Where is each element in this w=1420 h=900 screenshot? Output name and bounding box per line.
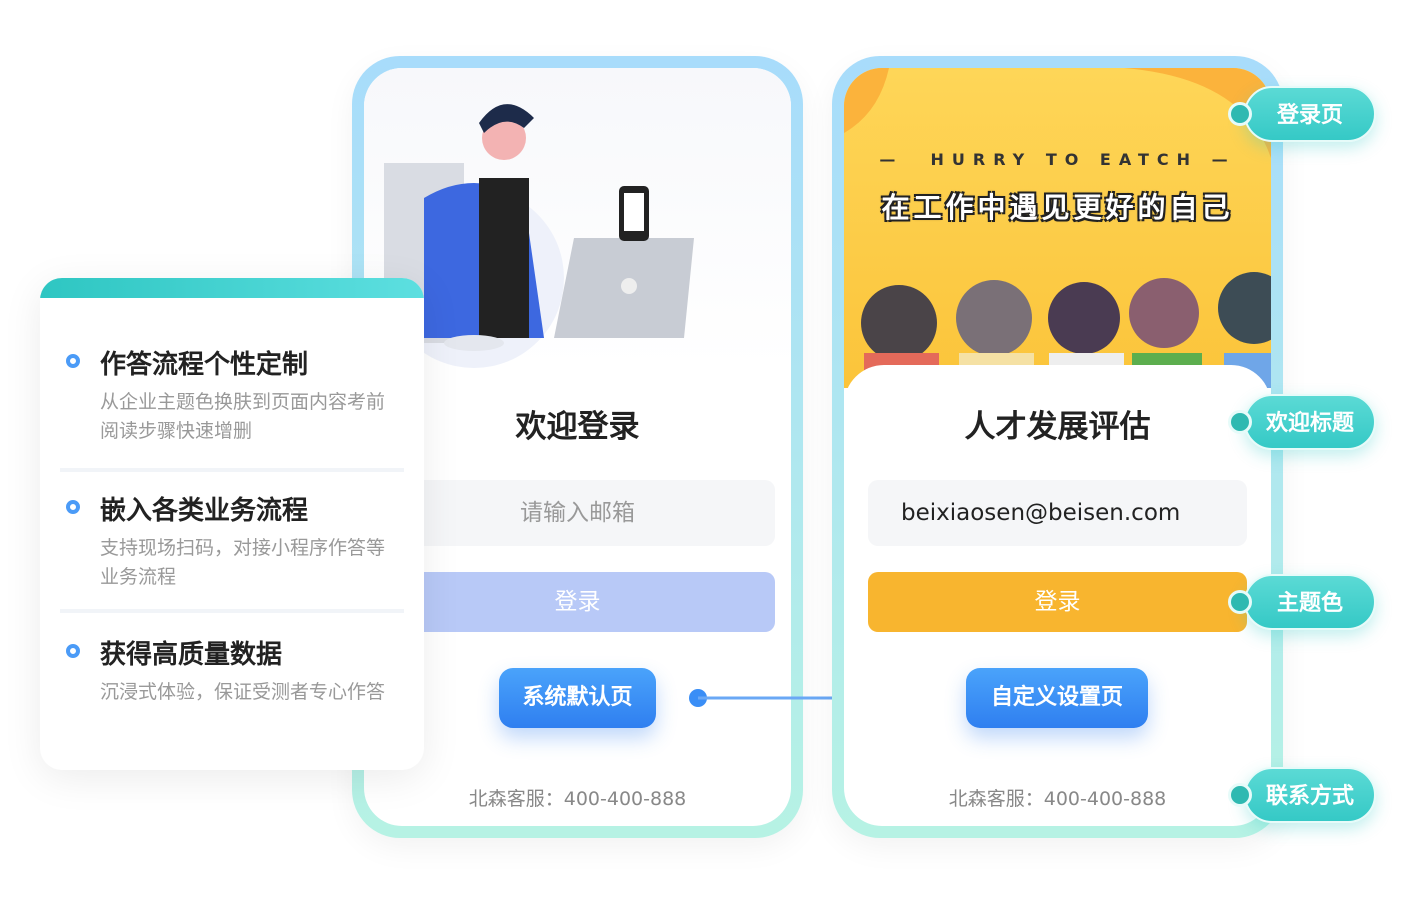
banner-subtitle: — HURRY TO EATCH — bbox=[879, 150, 1236, 169]
banner: — HURRY TO EATCH — 在工作中遇见更好的自己 bbox=[844, 68, 1271, 388]
feature-desc: 支持现场扫码，对接小程序作答等业务流程 bbox=[100, 537, 386, 588]
label-contact: 联系方式 bbox=[1244, 767, 1376, 823]
login-button[interactable]: 登录 bbox=[868, 572, 1247, 632]
login-button[interactable]: 登录 bbox=[380, 572, 775, 632]
label-dot-icon bbox=[1228, 783, 1252, 807]
email-input[interactable]: 请输入邮箱 bbox=[380, 480, 775, 546]
bullet-icon bbox=[66, 644, 80, 658]
kids-illustration bbox=[844, 68, 1271, 388]
feature-title: 作答流程个性定制 bbox=[100, 350, 309, 380]
feature-desc: 从企业主题色换肤到页面内容考前阅读步骤快速增删 bbox=[100, 391, 386, 442]
label-dot-icon bbox=[1228, 590, 1252, 614]
label-welcome-title: 欢迎标题 bbox=[1244, 394, 1376, 450]
welcome-title: 欢迎登录 bbox=[515, 409, 640, 445]
feature-card: 作答流程个性定制 从企业主题色换肤到页面内容考前阅读步骤快速增删 嵌入各类业务流… bbox=[40, 278, 424, 770]
label-theme-color: 主题色 bbox=[1244, 574, 1376, 630]
label-login-page: 登录页 bbox=[1244, 86, 1376, 142]
default-page-tag[interactable]: 系统默认页 bbox=[499, 668, 656, 728]
assessment-title: 人才发展评估 bbox=[964, 409, 1151, 445]
bullet-icon bbox=[66, 354, 80, 368]
feature-title: 获得高质量数据 bbox=[100, 640, 283, 670]
custom-page-tag[interactable]: 自定义设置页 bbox=[966, 668, 1148, 728]
office-illustration bbox=[364, 68, 791, 368]
label-dot-icon bbox=[1228, 102, 1252, 126]
contact-footer: 北森客服：400-400-888 bbox=[948, 788, 1167, 810]
bullet-icon bbox=[66, 500, 80, 514]
custom-login-phone: — HURRY TO EATCH — 在工作中遇见更好的自己 人才发展评估 be… bbox=[832, 56, 1283, 838]
email-input[interactable]: beixiaosen@beisen.com bbox=[868, 480, 1247, 546]
banner-title: 在工作中遇见更好的自己 bbox=[881, 191, 1234, 224]
label-dot-icon bbox=[1228, 410, 1252, 434]
default-login-phone: 欢迎登录 请输入邮箱 登录 系统默认页 北森客服：400-400-888 bbox=[352, 56, 803, 838]
contact-footer: 北森客服：400-400-888 bbox=[468, 788, 687, 810]
banner-subtitle-text: HURRY TO EATCH bbox=[930, 150, 1199, 169]
feature-desc: 沉浸式体验，保证受测者专心作答 bbox=[100, 681, 386, 703]
feature-title: 嵌入各类业务流程 bbox=[100, 496, 309, 526]
